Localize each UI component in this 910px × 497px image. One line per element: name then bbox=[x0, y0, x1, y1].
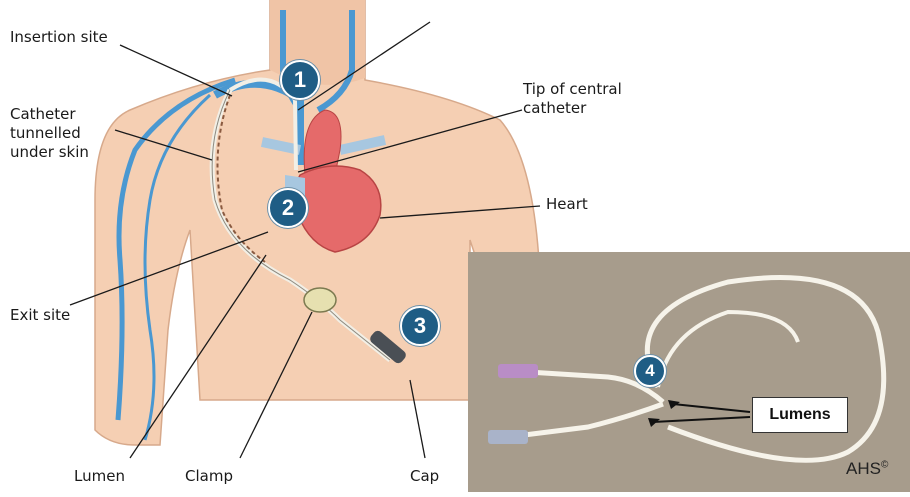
photo-cap-bottom bbox=[488, 430, 528, 444]
clamp-shape bbox=[304, 288, 336, 312]
label-insertion-site: Insertion site bbox=[10, 28, 108, 47]
label-lumen: Lumen bbox=[74, 467, 125, 486]
photo-drawing bbox=[468, 252, 910, 492]
badge-2: 2 bbox=[268, 188, 308, 228]
label-heart: Heart bbox=[546, 195, 588, 214]
photo-cap-top bbox=[498, 364, 538, 378]
copyright-symbol: © bbox=[881, 459, 888, 470]
label-cap: Cap bbox=[410, 467, 439, 486]
photo-arrow-2 bbox=[653, 417, 750, 422]
credit: AHS© bbox=[846, 459, 888, 479]
label-catheter-tunnelled: Catheter tunnelled under skin bbox=[10, 105, 89, 162]
photo-catheter-inner bbox=[658, 312, 798, 387]
badge-1: 1 bbox=[280, 60, 320, 100]
leader-insertion bbox=[120, 45, 232, 96]
credit-text: AHS bbox=[846, 459, 881, 478]
label-clamp: Clamp bbox=[185, 467, 233, 486]
label-exit-site: Exit site bbox=[10, 306, 70, 325]
badge-4: 4 bbox=[634, 355, 666, 387]
catheter-photo bbox=[468, 252, 910, 492]
label-tip: Tip of central catheter bbox=[523, 80, 622, 118]
badge-3: 3 bbox=[400, 306, 440, 346]
photo-arrow-1 bbox=[673, 404, 750, 412]
lumens-label: Lumens bbox=[752, 397, 848, 433]
photo-lumen-bottom bbox=[508, 404, 663, 437]
